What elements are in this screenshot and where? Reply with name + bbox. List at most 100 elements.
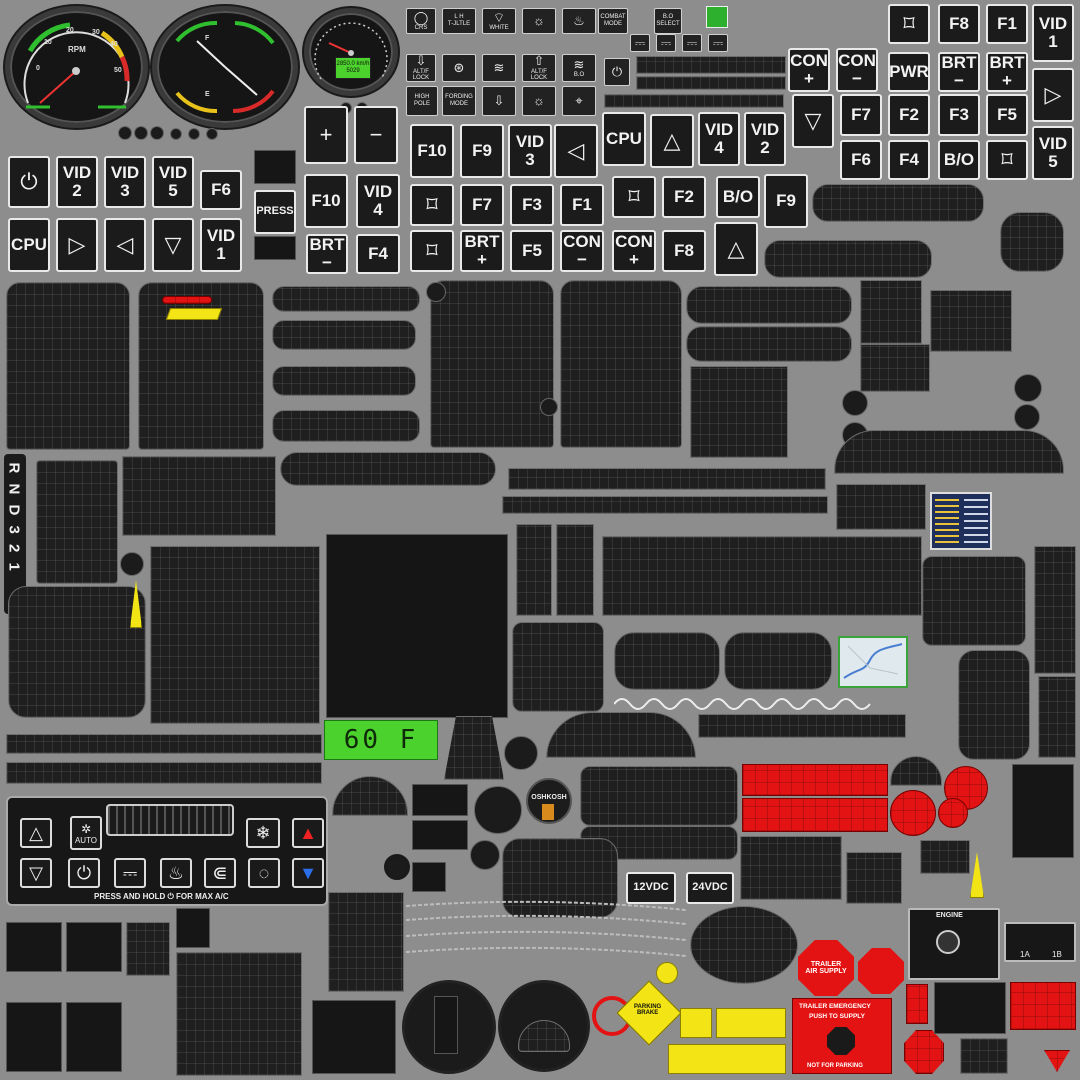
rear-defrost-button[interactable]: ♨ [160,858,192,888]
switch-glyph-icon: ◯ [413,9,429,25]
frame-mesh [960,1038,1008,1074]
key-f2-button[interactable]: F2 [662,176,706,218]
heat-up-button[interactable]: ▲ [292,818,324,848]
key-con--button[interactable]: CON − [836,48,878,92]
key-vid-3-button[interactable]: VID 3 [104,156,146,208]
curved-trim-mesh [834,430,1064,474]
key-brt--button[interactable]: BRT − [306,234,348,274]
switch-glyph-icon: ≋ [573,56,585,72]
key-f5-button[interactable]: F5 [510,230,554,272]
front-defrost-button[interactable]: ⋐ [204,858,236,888]
temp-up-button[interactable]: △ [20,818,52,848]
key-vid-5-button[interactable]: VID 5 [1032,126,1074,180]
panel-mesh [122,456,276,536]
key--button[interactable]: ⌑ [410,230,454,272]
key-f4-button[interactable]: F4 [356,234,400,274]
map-route-icon [843,643,903,679]
key--button[interactable]: ⌑ [888,4,930,44]
switch-texture: ⇩ [482,86,516,116]
pipe-mesh [764,240,932,278]
key-f10-button[interactable]: F10 [304,174,348,228]
key--button[interactable]: ▽ [792,94,834,148]
key-vid-2-button[interactable]: VID 2 [56,156,98,208]
key-vid-4-button[interactable]: VID 4 [698,112,740,166]
key-vid-1-button[interactable]: VID 1 [1032,4,1074,62]
key-f7-button[interactable]: F7 [840,94,882,136]
key-brt--button[interactable]: BRT + [986,52,1028,92]
key--button[interactable]: ▷ [1032,68,1074,122]
key-cpu-button[interactable]: CPU [8,218,50,272]
fuse-panel: 1A 1B [1004,922,1076,962]
key-con--button[interactable]: CON + [788,48,830,92]
fuel-empty-label: E [205,91,210,98]
fuel-temp-gauge: F E [152,6,298,128]
key-brt--button[interactable]: BRT + [460,230,504,272]
key-f1-button[interactable]: F1 [986,4,1028,44]
key-f9-button[interactable]: F9 [460,124,504,178]
key-brt--button[interactable]: BRT − [938,52,980,92]
key--button[interactable]: + [304,106,348,164]
key-f7-button[interactable]: F7 [460,184,504,226]
key-cpu-button[interactable]: CPU [602,112,646,166]
key-f1-button[interactable]: F1 [560,184,604,226]
key-f4-button[interactable]: F4 [888,140,930,180]
key-f2-button[interactable]: F2 [888,94,930,136]
hose-mesh [272,366,416,396]
key-f10-button[interactable]: F10 [410,124,454,178]
key--button[interactable]: − [354,106,398,164]
key-vid-5-button[interactable]: VID 5 [152,156,194,208]
block [934,982,1006,1034]
odometer-display: 2850.0 km/h 5029 [335,57,371,79]
switch-texture: COMBAT MODE [598,8,628,34]
fuel-full-label: F [205,35,210,42]
key-f3-button[interactable]: F3 [938,94,980,136]
key-con--button[interactable]: CON + [612,230,656,272]
key-vid-1-button[interactable]: VID 1 [200,218,242,272]
key--button[interactable]: ◁ [554,124,598,178]
key-bo-button[interactable]: B/O [716,176,760,218]
key-press-button[interactable]: PRESS [254,190,296,234]
trailer-air-supply-label: TRAILER AIR SUPPLY [798,940,854,996]
key-f9-button[interactable]: F9 [764,174,808,228]
key--button[interactable]: ⌑ [410,184,454,226]
key-f8-button[interactable]: F8 [938,4,980,44]
key-f6-button[interactable]: F6 [200,170,242,210]
recirculate-button[interactable]: ◌ [248,858,280,888]
key--button[interactable]: ◁ [104,218,146,272]
switch-glyph-icon: ⌖ [575,92,583,108]
key--button[interactable]: ▽ [152,218,194,272]
power-button[interactable]: ⏻ [68,858,100,888]
key--button[interactable]: △ [650,114,694,168]
key-vid-2-button[interactable]: VID 2 [744,112,786,166]
trim-strip-mesh [698,714,906,738]
block [1012,764,1074,858]
cushion-mesh [724,632,832,690]
key-bo-button[interactable]: B/O [938,140,980,180]
key--button[interactable]: ⌑ [612,176,656,218]
key--button[interactable]: ▷ [56,218,98,272]
key-f6-button[interactable]: F6 [840,140,882,180]
key--button[interactable]: ⏻ [8,156,50,208]
key--button[interactable]: △ [714,222,758,276]
gear-selector-text: R N D 3 2 1 [5,462,23,574]
screen-bars [964,497,988,543]
console-mesh [512,622,604,712]
temp-down-button[interactable]: ▽ [20,858,52,888]
oshkosh-badge-text: OSHKOSH [531,794,567,801]
seat-heat-button[interactable]: ⎓ [114,858,146,888]
key-f5-button[interactable]: F5 [986,94,1028,136]
key-vid-3-button[interactable]: VID 3 [508,124,552,178]
arc-trim-mesh [546,712,696,758]
fan-auto-button[interactable]: ✲ AUTO [70,816,102,850]
round-part [384,854,410,880]
ac-snowflake-button[interactable]: ❄ [246,818,280,848]
climate-footer-text: PRESS AND HOLD ⏻ FOR MAX A/C [94,892,229,901]
key-f3-button[interactable]: F3 [510,184,554,226]
key--button[interactable]: ⌑ [986,140,1028,180]
key-vid-4-button[interactable]: VID 4 [356,174,400,228]
key-f8-button[interactable]: F8 [662,230,706,272]
heat-down-button[interactable]: ▼ [292,858,324,888]
key-con--button[interactable]: CON − [560,230,604,272]
seat-back-mesh [6,282,130,450]
key-pwr-button[interactable]: PWR [888,52,930,92]
